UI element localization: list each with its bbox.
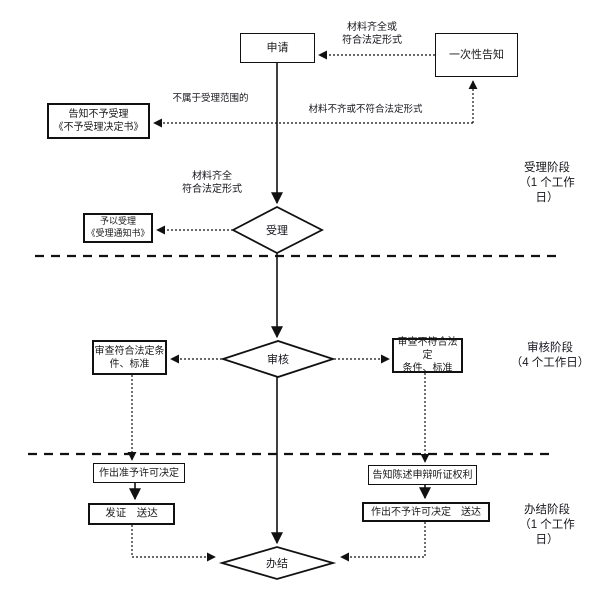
edge-label-incomplete: 材料不齐或不符合法定形式 — [308, 104, 423, 115]
edge-issue-to-finish — [131, 525, 216, 562]
diamond-label-accept: 受理 — [266, 225, 288, 237]
node-deny-deliver: 作出不予许可决定 送达 — [362, 502, 490, 522]
node-hearing-rights: 告知陈述申辩听证权利 — [368, 465, 477, 485]
stage-label-review: 审核阶段 （4 个工作日） — [510, 342, 590, 369]
diamond-accept — [231, 205, 324, 255]
node-one-time-notice: 一次性告知 — [435, 33, 518, 77]
node-issue-deliver: 发证 送达 — [88, 503, 175, 525]
diamond-label-review: 审核 — [267, 354, 289, 366]
edge-label-out-of-scope: 不属于受理范围的 — [172, 93, 249, 104]
node-accept-notice: 予以受理 《受理通知书》 — [83, 213, 153, 243]
edge-label-complete-legal: 材料齐全 符合法定形式 — [182, 171, 242, 195]
diamond-label-finish: 办结 — [266, 558, 288, 570]
diamond-finish — [218, 546, 337, 580]
node-apply: 申请 — [240, 33, 315, 63]
node-grant-decision: 作出准予许可决定 — [93, 463, 185, 483]
edge-deny-to-finish — [340, 522, 426, 562]
node-review-pass: 审查符合法定条 件、标准 — [92, 340, 167, 375]
diamond-review — [220, 340, 336, 378]
stage-label-accept: 受理阶段 （1 个工作 日） — [519, 162, 575, 204]
node-reject-notice: 告知不予受理 《不予受理决定书》 — [47, 103, 150, 139]
node-review-fail: 审查不符合法定 条件、标准 — [392, 337, 463, 374]
stage-label-finish: 办结阶段 （1 个工作 日） — [519, 504, 575, 546]
edge-label-complete-or-legal: 材料齐全或 符合法定形式 — [342, 22, 402, 46]
